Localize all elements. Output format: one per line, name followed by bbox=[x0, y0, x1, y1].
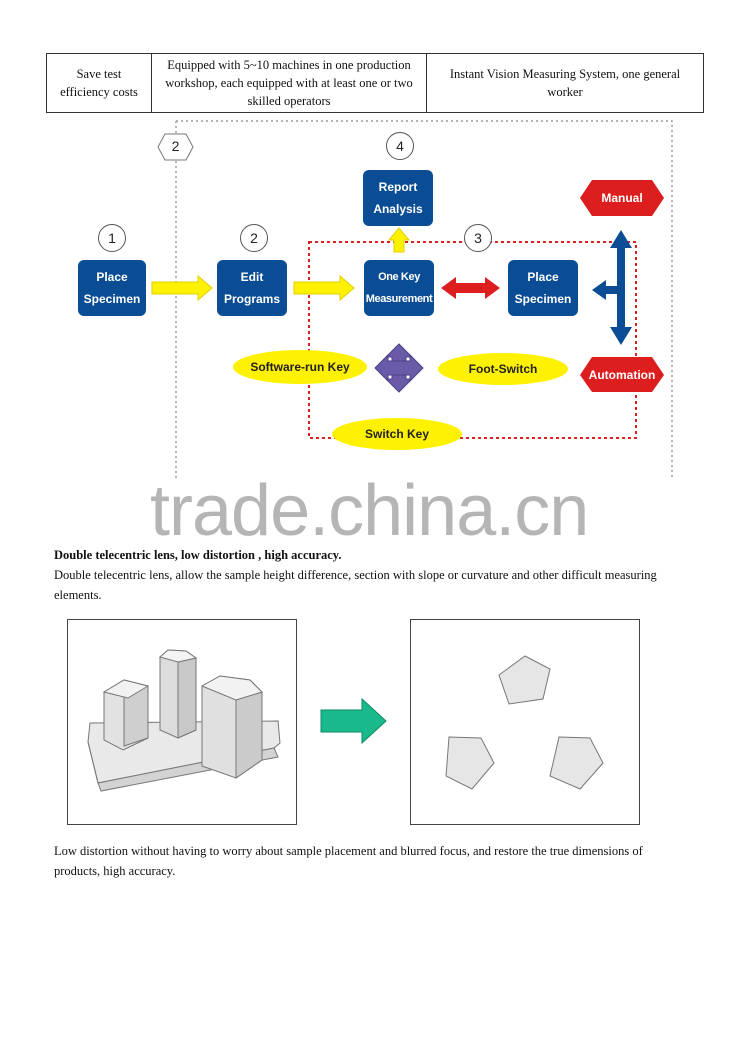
report-analysis-box: Report Analysis bbox=[363, 170, 433, 226]
section-heading: Double telecentric lens, low distortion … bbox=[54, 548, 342, 562]
step-number-4: 4 bbox=[386, 132, 414, 160]
arrow-up-yellow bbox=[387, 227, 411, 253]
arrow-right-yellow bbox=[293, 274, 355, 302]
arrow-left-blue bbox=[592, 280, 621, 300]
arrow-right-icon bbox=[320, 698, 387, 744]
outer-dotted-frame bbox=[176, 120, 673, 480]
step-number-1: 1 bbox=[98, 224, 126, 252]
box-label: Specimen bbox=[514, 292, 572, 306]
switch-key-ellipse: Switch Key bbox=[332, 418, 462, 450]
hexagon-number: 2 bbox=[171, 138, 180, 154]
double-arrow-red bbox=[441, 277, 500, 299]
four-way-arrow-icon bbox=[374, 343, 424, 393]
pentagons-2d-illustration bbox=[410, 619, 640, 825]
footer-text: Low distortion without having to worry a… bbox=[54, 844, 643, 878]
box-label: Programs bbox=[223, 292, 281, 306]
edit-programs-box: Edit Programs bbox=[217, 260, 287, 316]
box-label: Edit bbox=[240, 270, 264, 284]
watermark: trade.china.cn bbox=[150, 471, 589, 551]
automation-label: Automation bbox=[588, 368, 656, 382]
comparison-table: Save test efficiency costs Equipped with… bbox=[46, 53, 704, 113]
table-row: Save test efficiency costs Equipped with… bbox=[46, 53, 704, 113]
software-run-key-ellipse: Software-run Key bbox=[233, 350, 367, 384]
flow-diagram: 1 2 3 4 2 Place Specimen Edit Programs O… bbox=[78, 120, 673, 480]
box-label: One Key bbox=[378, 271, 420, 283]
arrow-right-yellow bbox=[151, 274, 213, 302]
section-body: Double telecentric lens, allow the sampl… bbox=[54, 568, 657, 602]
step-number-2: 2 bbox=[240, 224, 268, 252]
pentagons-drawing bbox=[445, 655, 604, 790]
prisms-3d-illustration bbox=[67, 619, 297, 825]
inner-dotted-frame bbox=[308, 241, 637, 439]
box-label: Analysis bbox=[373, 202, 423, 216]
hexagon-shape bbox=[157, 133, 194, 161]
manual-label: Manual bbox=[601, 191, 643, 205]
instant-cell: Instant Vision Measuring System, one gen… bbox=[426, 53, 704, 113]
traditional-cell: Equipped with 5~10 machines in one produ… bbox=[151, 53, 427, 113]
prisms-3d-drawing bbox=[87, 649, 281, 792]
place-specimen-box: Place Specimen bbox=[78, 260, 146, 316]
box-label: Measurement bbox=[365, 293, 433, 305]
step-number-3: 3 bbox=[464, 224, 492, 252]
manual-hexagon bbox=[580, 180, 664, 216]
box-label: Place bbox=[96, 270, 128, 284]
box-label: Place bbox=[527, 270, 559, 284]
box-label: Specimen bbox=[83, 292, 141, 306]
foot-switch-ellipse: Foot-Switch bbox=[438, 353, 568, 385]
box-label: Report bbox=[378, 180, 418, 194]
one-key-measurement-box: One Key Measurement bbox=[364, 260, 434, 316]
row-label: Save test efficiency costs bbox=[46, 53, 152, 113]
output-place-specimen-box: Place Specimen bbox=[508, 260, 578, 316]
automation-hexagon bbox=[580, 357, 664, 392]
